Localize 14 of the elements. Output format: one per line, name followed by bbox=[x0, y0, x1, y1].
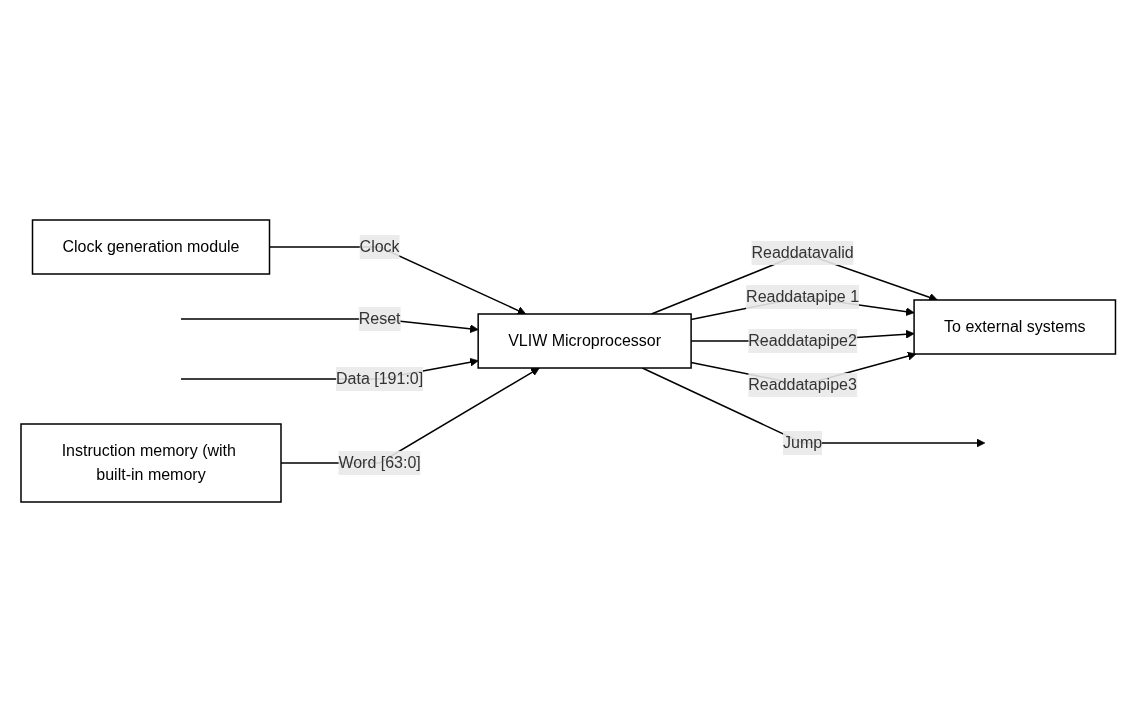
edge-label: Readdatapipe3 bbox=[748, 376, 857, 393]
edge-label: Data [191:0] bbox=[335, 370, 423, 387]
node-box: Clock generation module bbox=[31, 219, 270, 275]
edge-label: Clock bbox=[359, 238, 400, 255]
arrow bbox=[280, 367, 540, 464]
edge-label: Jump bbox=[782, 434, 822, 451]
edge-label: Readdatapipe 1 bbox=[745, 288, 859, 305]
edge-label: Reset bbox=[358, 310, 401, 327]
node-box: To external systems bbox=[913, 299, 1116, 355]
node-box: Instruction memory (with built-in memory bbox=[20, 423, 282, 503]
edge-label: Readdatavalid bbox=[751, 244, 854, 261]
node-box: VLIW Microprocessor bbox=[477, 313, 692, 369]
edge-label: Readdatapipe2 bbox=[748, 332, 857, 349]
edge-label: Word [63:0] bbox=[338, 454, 421, 471]
